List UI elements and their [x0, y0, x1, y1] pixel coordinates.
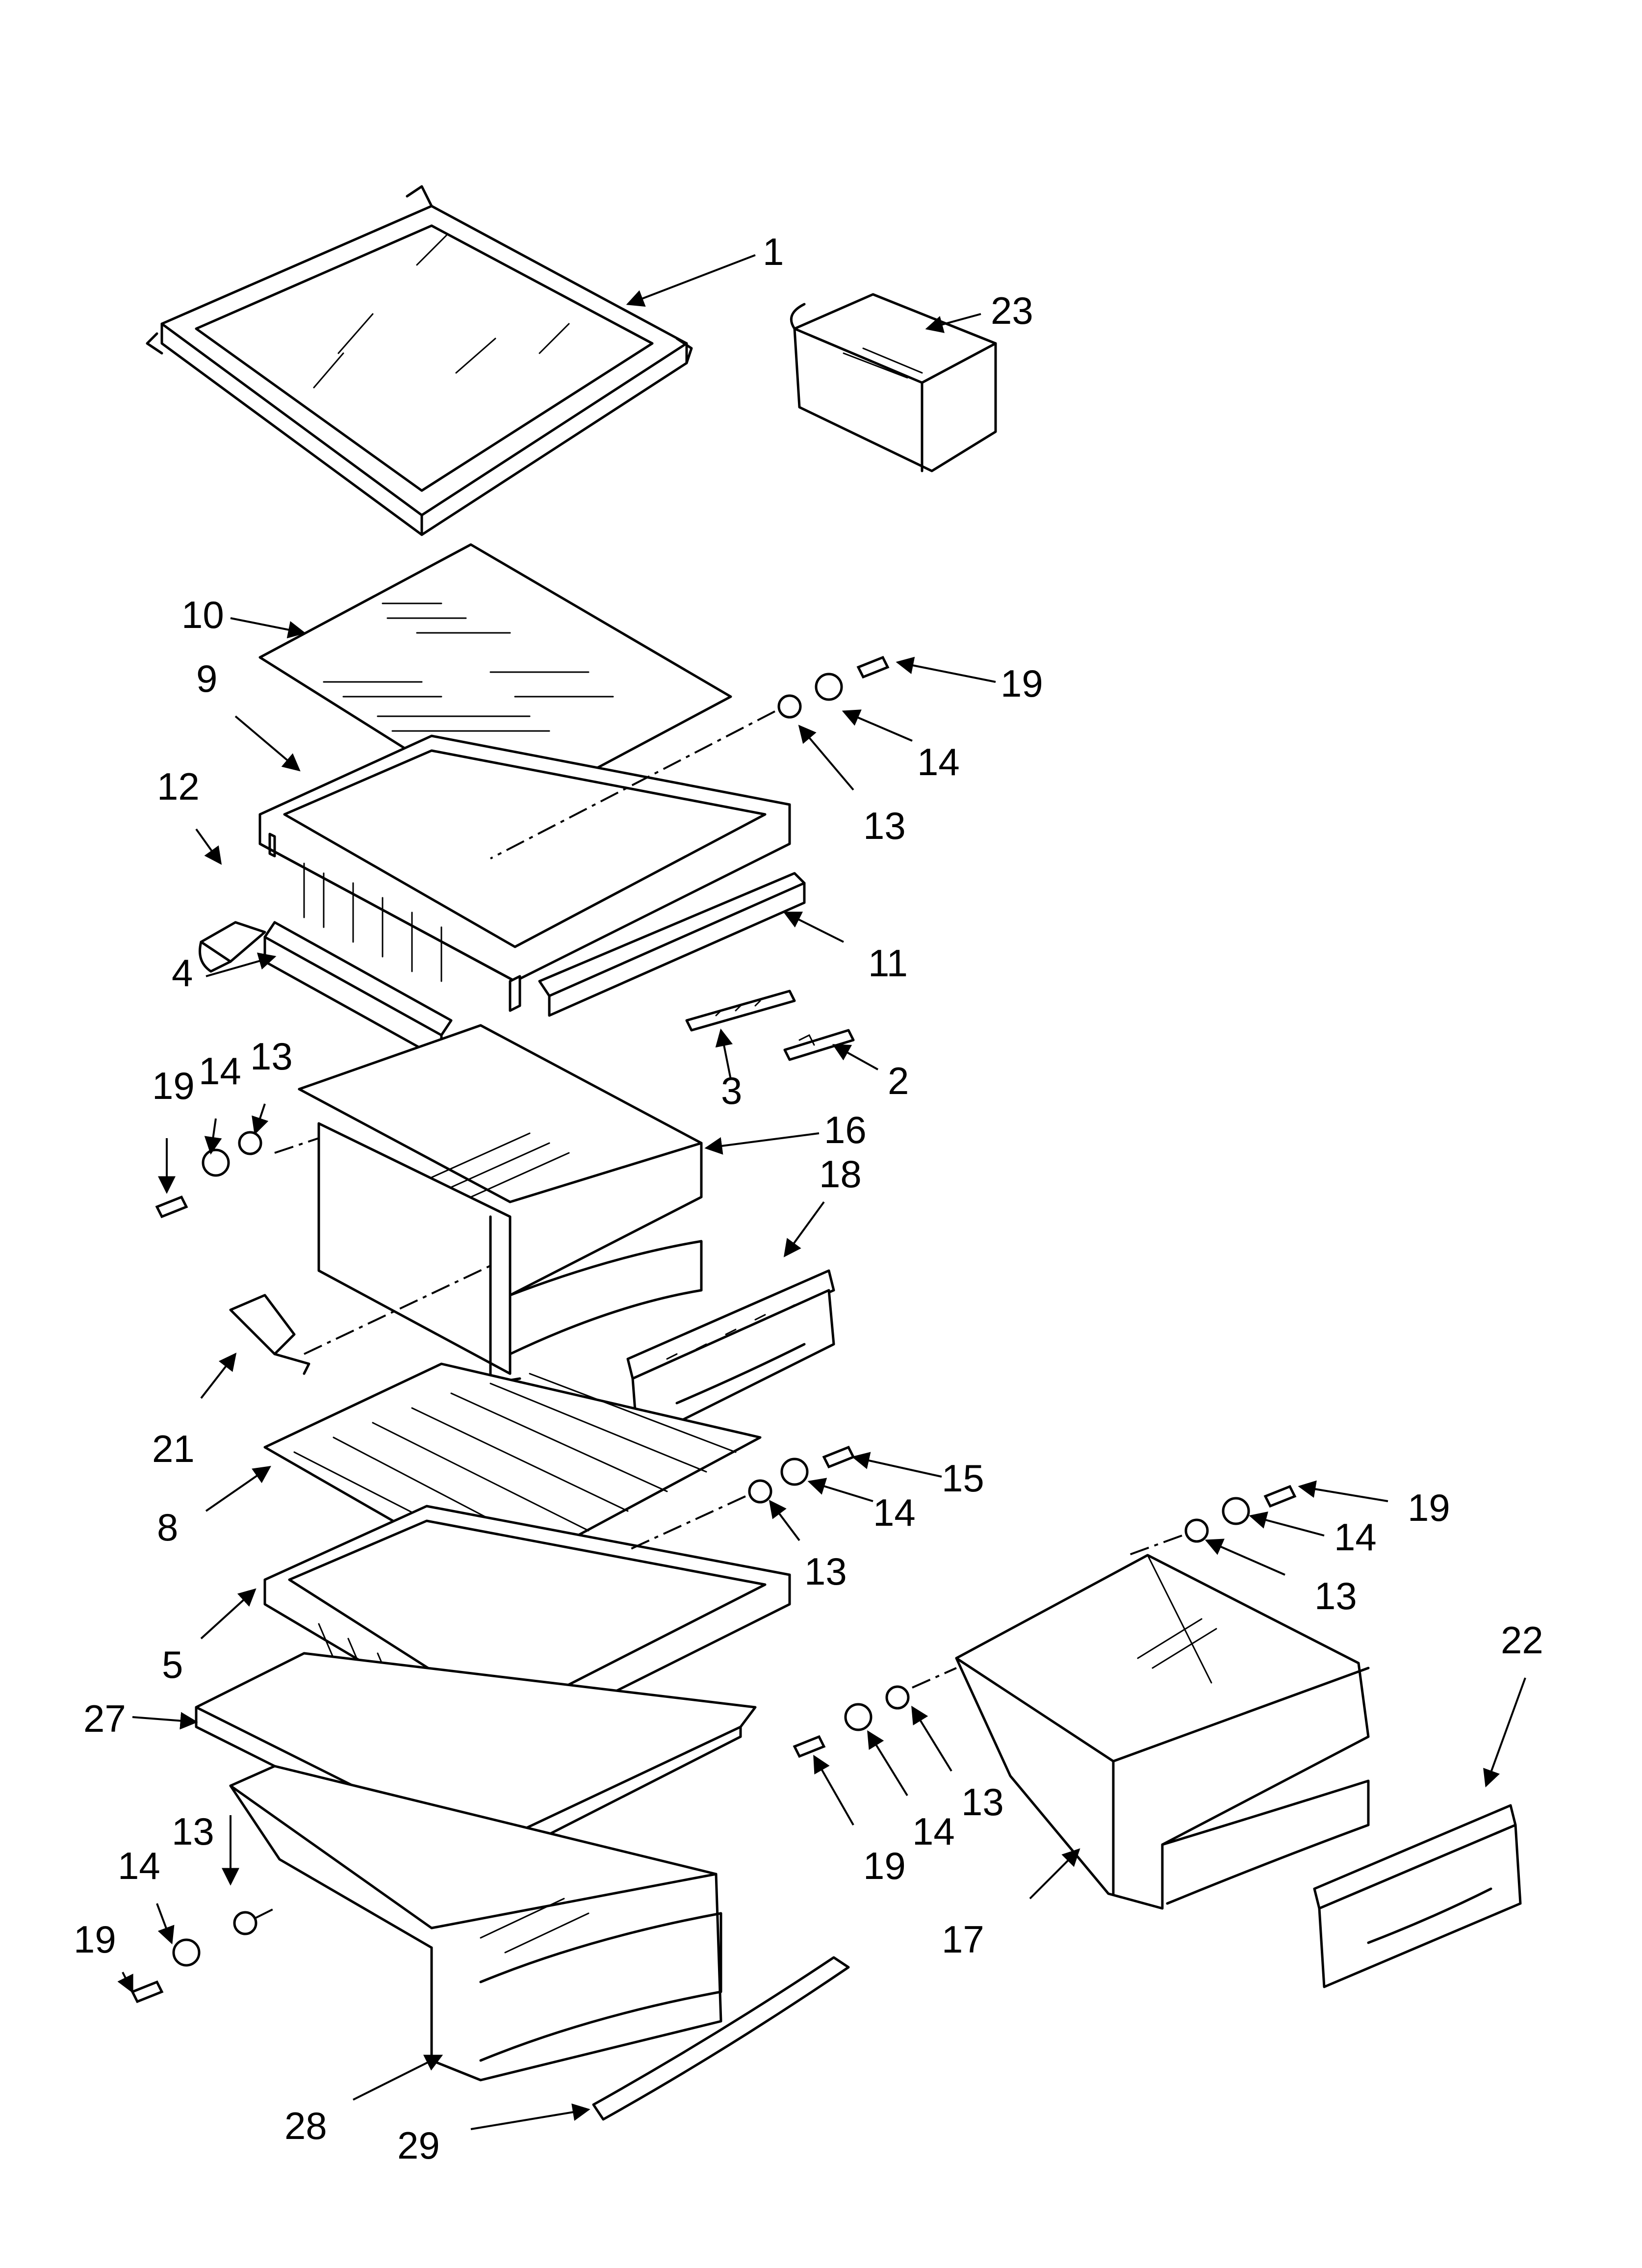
- callout-12: 12: [157, 765, 200, 808]
- callout-13-d: 13: [172, 1810, 214, 1853]
- callout-27: 27: [83, 1697, 126, 1740]
- callout-11: 11: [868, 941, 908, 985]
- end-cap: [199, 921, 266, 973]
- callout-14-d: 14: [118, 1844, 160, 1887]
- upper-crisper-drawer: [298, 1024, 703, 1385]
- callout-19-a: 19: [1001, 662, 1043, 705]
- crisper-cover-frame: [258, 734, 791, 983]
- callout-13-f: 13: [961, 1780, 1004, 1824]
- left-slide-rail: [263, 921, 453, 1061]
- callout-14-b: 14: [199, 1049, 241, 1093]
- callout-1: 1: [763, 230, 784, 273]
- callout-14-f: 14: [912, 1810, 955, 1853]
- callout-14-c: 14: [873, 1491, 916, 1534]
- bracket-2: [783, 1029, 855, 1061]
- callout-8: 8: [157, 1506, 178, 1549]
- callout-18: 18: [819, 1152, 862, 1196]
- bracket-3: [685, 990, 796, 1032]
- callout-4: 4: [172, 951, 193, 994]
- callout-28: 28: [284, 2104, 327, 2147]
- callout-3: 3: [721, 1069, 742, 1112]
- callout-14-e: 14: [1334, 1515, 1377, 1559]
- callout-19-d: 19: [1408, 1486, 1450, 1529]
- utility-bin: [790, 293, 997, 472]
- clip: [229, 1294, 310, 1375]
- callout-23: 23: [991, 289, 1033, 332]
- callout-16: 16: [824, 1108, 867, 1151]
- side-drawer-front: [1313, 1804, 1522, 1988]
- callout-19-c: 19: [74, 1918, 116, 1961]
- hardware: [130, 655, 1297, 2004]
- drawer-trim: [592, 1956, 850, 2121]
- side-crisper-drawer: [955, 1554, 1370, 1910]
- callout-15: 15: [942, 1457, 984, 1500]
- callout-13-a: 13: [863, 804, 906, 847]
- callout-19-b: 19: [152, 1064, 195, 1107]
- right-slide-rail: [509, 872, 806, 1017]
- callout-10: 10: [181, 593, 224, 636]
- callout-13-c: 13: [804, 1550, 847, 1593]
- callout-13-e: 13: [1314, 1574, 1357, 1617]
- callout-5: 5: [162, 1643, 183, 1686]
- callout-13-b: 13: [250, 1035, 293, 1078]
- callout-9: 9: [196, 657, 217, 700]
- lower-drawer: [229, 1765, 722, 2082]
- callout-17: 17: [942, 1918, 984, 1961]
- callout-22: 22: [1501, 1618, 1543, 1662]
- leader-arrows: [117, 254, 1526, 2130]
- glass-shelf: [146, 185, 693, 536]
- assembly-lines: [255, 710, 1182, 1919]
- callout-19-e: 19: [863, 1844, 906, 1887]
- callout-14-a: 14: [917, 740, 960, 783]
- callout-2: 2: [888, 1059, 909, 1102]
- callout-labels: 1 23 10 9 19 14 13 12 11 4 3 2 19 14 13 …: [74, 230, 1543, 2167]
- callout-29: 29: [397, 2124, 440, 2167]
- callout-21: 21: [152, 1427, 195, 1470]
